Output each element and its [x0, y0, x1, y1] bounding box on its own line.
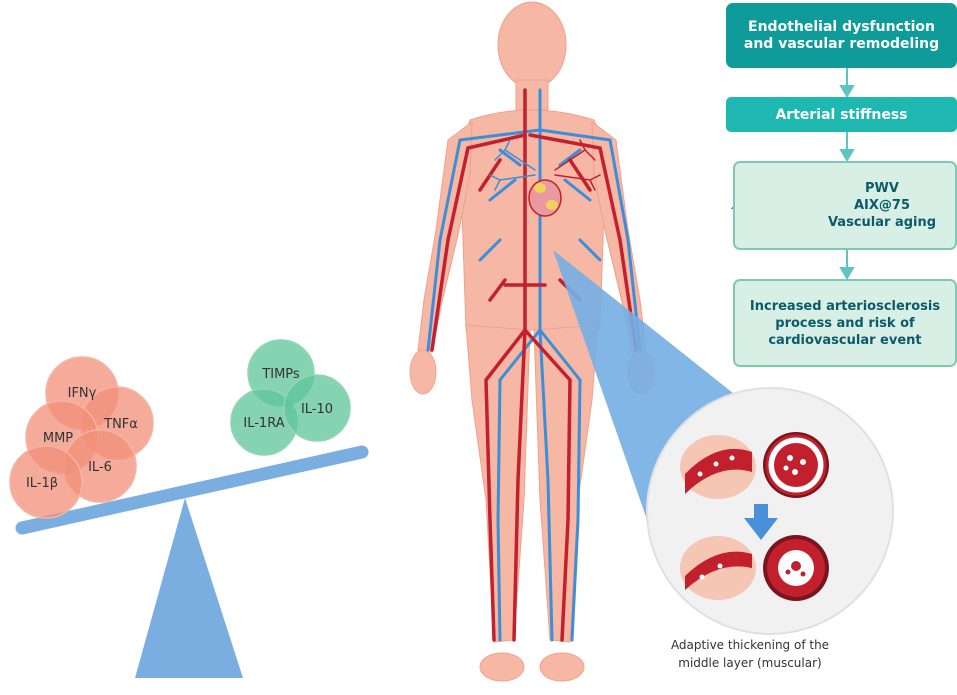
label-il1b: IL-1β [26, 476, 58, 491]
flow-step2-label: Arterial stiffness [775, 107, 907, 123]
inset-caption: Adaptive thickening of the middle layer … [640, 636, 860, 672]
label-il10: IL-10 [301, 402, 333, 417]
flow-step1-line1: Endothelial dysfunction [744, 19, 939, 36]
label-il1ra: IL-1RA [243, 416, 284, 431]
flow-step4-line1: Increased arteriosclerosis [750, 298, 940, 315]
label-ifng: IFNγ [68, 386, 97, 401]
vessel-normal-cross-section [763, 432, 829, 498]
label-tnfa: TNFα [103, 417, 138, 432]
seesaw: IFNγ TNFα MMP IL-6 IL-1β TIMPs IL-1RA IL… [10, 340, 362, 678]
seesaw-fulcrum [135, 498, 243, 678]
label-timps: TIMPs [261, 367, 300, 382]
flow-step-vascular-markers: PWV AIX@75 Vascular aging [733, 161, 957, 250]
caption-line1: Adaptive thickening of the [640, 636, 860, 654]
anti-inflammatory-cluster [231, 340, 350, 455]
flow-step-arterial-stiffness: Arterial stiffness [726, 97, 957, 132]
vessel-thickened-longitudinal [680, 536, 756, 600]
flow-step-cardiovascular-risk: Increased arteriosclerosis process and r… [733, 279, 957, 367]
flow-step-endothelial-dysfunction: Endothelial dysfunction and vascular rem… [726, 3, 957, 68]
flow-step3-line3: Vascular aging [828, 214, 936, 231]
caption-line2: middle layer (muscular) [640, 654, 860, 672]
heart [529, 180, 561, 216]
flow-step4-line3: cardiovascular event [750, 332, 940, 349]
inset-circle [647, 388, 893, 634]
flow-step3-line2: AIX@75 [828, 197, 936, 214]
flow-step1-line2: and vascular remodeling [744, 36, 939, 53]
flow-step4-line2: process and risk of [750, 315, 940, 332]
vessel-normal-longitudinal [680, 435, 756, 499]
label-mmp: MMP [43, 431, 73, 446]
pro-inflammatory-cluster [10, 357, 153, 518]
vessel-thickened-cross-section [763, 535, 829, 601]
label-il6: IL-6 [88, 460, 112, 475]
flow-step3-line1: PWV [828, 180, 936, 197]
